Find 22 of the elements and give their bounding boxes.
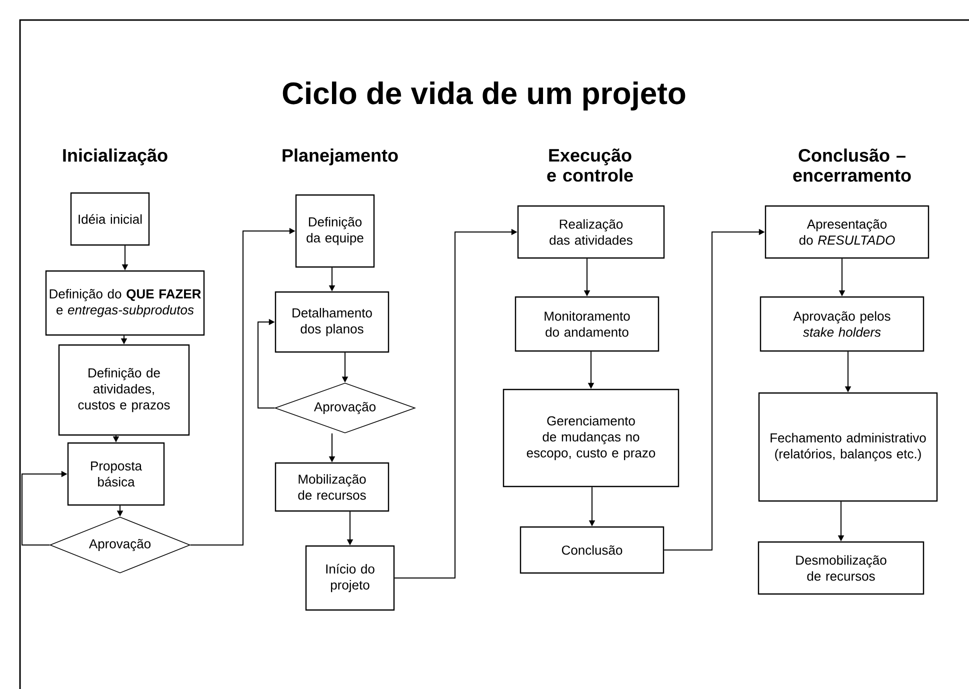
process-box: Apresentação do RESULTADO — [764, 205, 930, 259]
process-box: Conclusão — [520, 526, 664, 574]
process-box: Detalhamento dos planos — [274, 291, 390, 353]
process-box: Mobilização de recursos — [274, 462, 390, 512]
process-box: Desmobilização de recursos — [758, 541, 924, 595]
process-box: Aprovação pelos stake holders — [760, 296, 924, 352]
column-heading: Execução e controle — [547, 148, 633, 182]
process-box: Início do projeto — [305, 545, 395, 611]
process-box: Proposta básica — [67, 442, 165, 506]
process-box: Idéia inicial — [70, 192, 150, 246]
process-box: Gerenciamento de mudanças no escopo, custo e prazo — [502, 388, 680, 488]
column-heading: Inicialização — [63, 148, 168, 166]
process-box: Realização das atividades — [517, 205, 665, 259]
process-box: Definição do QUE FAZER e entregas-subprodutos — [45, 270, 205, 336]
title: Ciclo de vida de um projeto — [282, 82, 686, 110]
arrow — [258, 318, 276, 408]
process-box: Definição de atividades, custos e prazos — [58, 344, 190, 436]
process-box: Monitoramento do andamento — [514, 296, 660, 352]
column-heading: Conclusão – encerramento — [793, 148, 911, 182]
column-heading: Planejamento — [282, 148, 398, 166]
process-box: Fechamento administrativo (relatórios, balanços etc.) — [758, 392, 938, 502]
process-box: Definição da equipe — [295, 194, 375, 268]
